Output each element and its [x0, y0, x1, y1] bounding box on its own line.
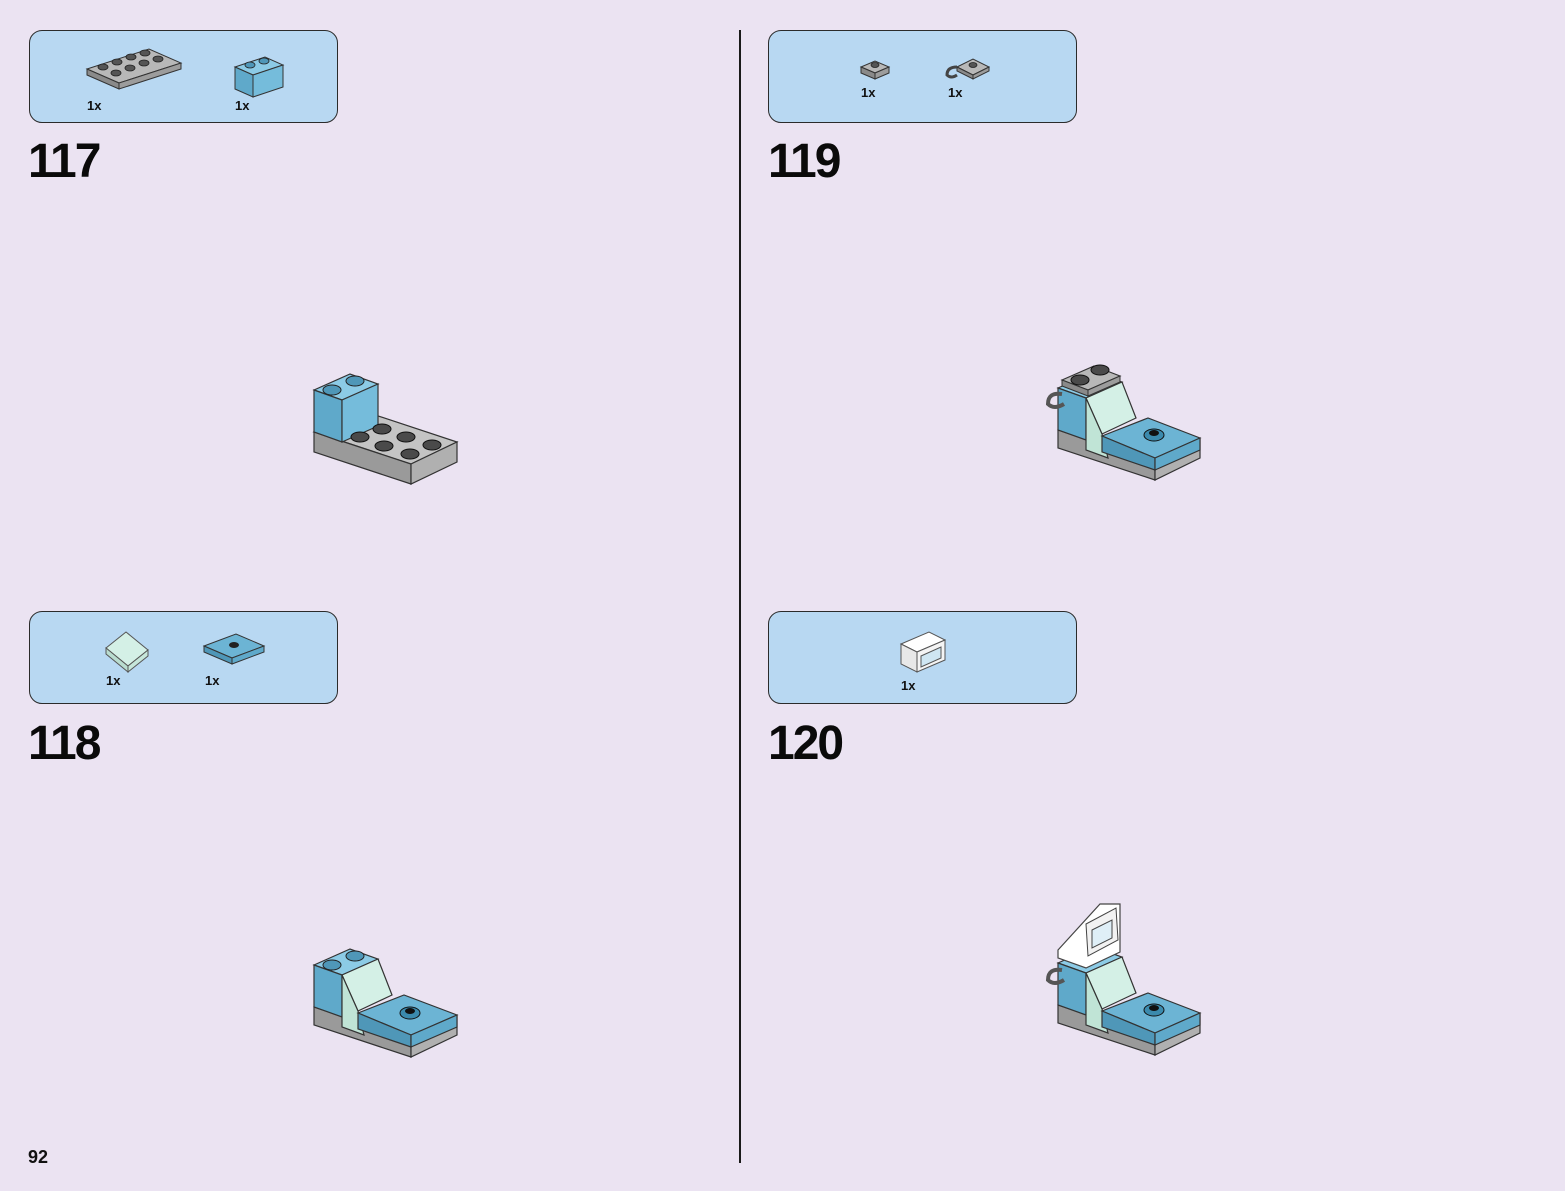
part-qty: 1x [235, 98, 250, 113]
step-number-118: 118 [28, 717, 101, 770]
assembly-118-icon [312, 948, 459, 1058]
assembly-120-icon [1045, 903, 1202, 1056]
parts-callout-117: 1x 1x [29, 30, 338, 123]
part-qty: 1x [205, 673, 220, 688]
page-number: 92 [28, 1147, 49, 1167]
part-qty: 1x [948, 85, 963, 100]
part-qty: 1x [106, 673, 121, 688]
blue-brick-1x2-icon [233, 56, 285, 98]
step-number-120: 120 [768, 717, 844, 770]
step-number-119: 119 [768, 135, 841, 188]
parts-callout-119: 1x 1x [768, 30, 1077, 123]
page-divider [739, 30, 741, 1163]
gray-plate-2x4-icon [85, 48, 183, 90]
part-qty: 1x [87, 98, 102, 113]
mint-slope-icon [105, 631, 149, 674]
part-qty: 1x [901, 678, 916, 693]
parts-callout-118: 1x 1x [29, 611, 338, 704]
gray-plate-1x1-icon [859, 60, 891, 80]
white-windscreen-icon [899, 631, 947, 673]
step-number-117: 117 [28, 135, 101, 188]
assembly-117-icon [312, 373, 459, 485]
parts-callout-120: 1x [768, 611, 1077, 704]
gray-clip-plate-icon [945, 58, 991, 80]
part-qty: 1x [861, 85, 876, 100]
assembly-119-icon [1045, 364, 1202, 481]
blue-jumper-plate-icon [202, 633, 266, 665]
